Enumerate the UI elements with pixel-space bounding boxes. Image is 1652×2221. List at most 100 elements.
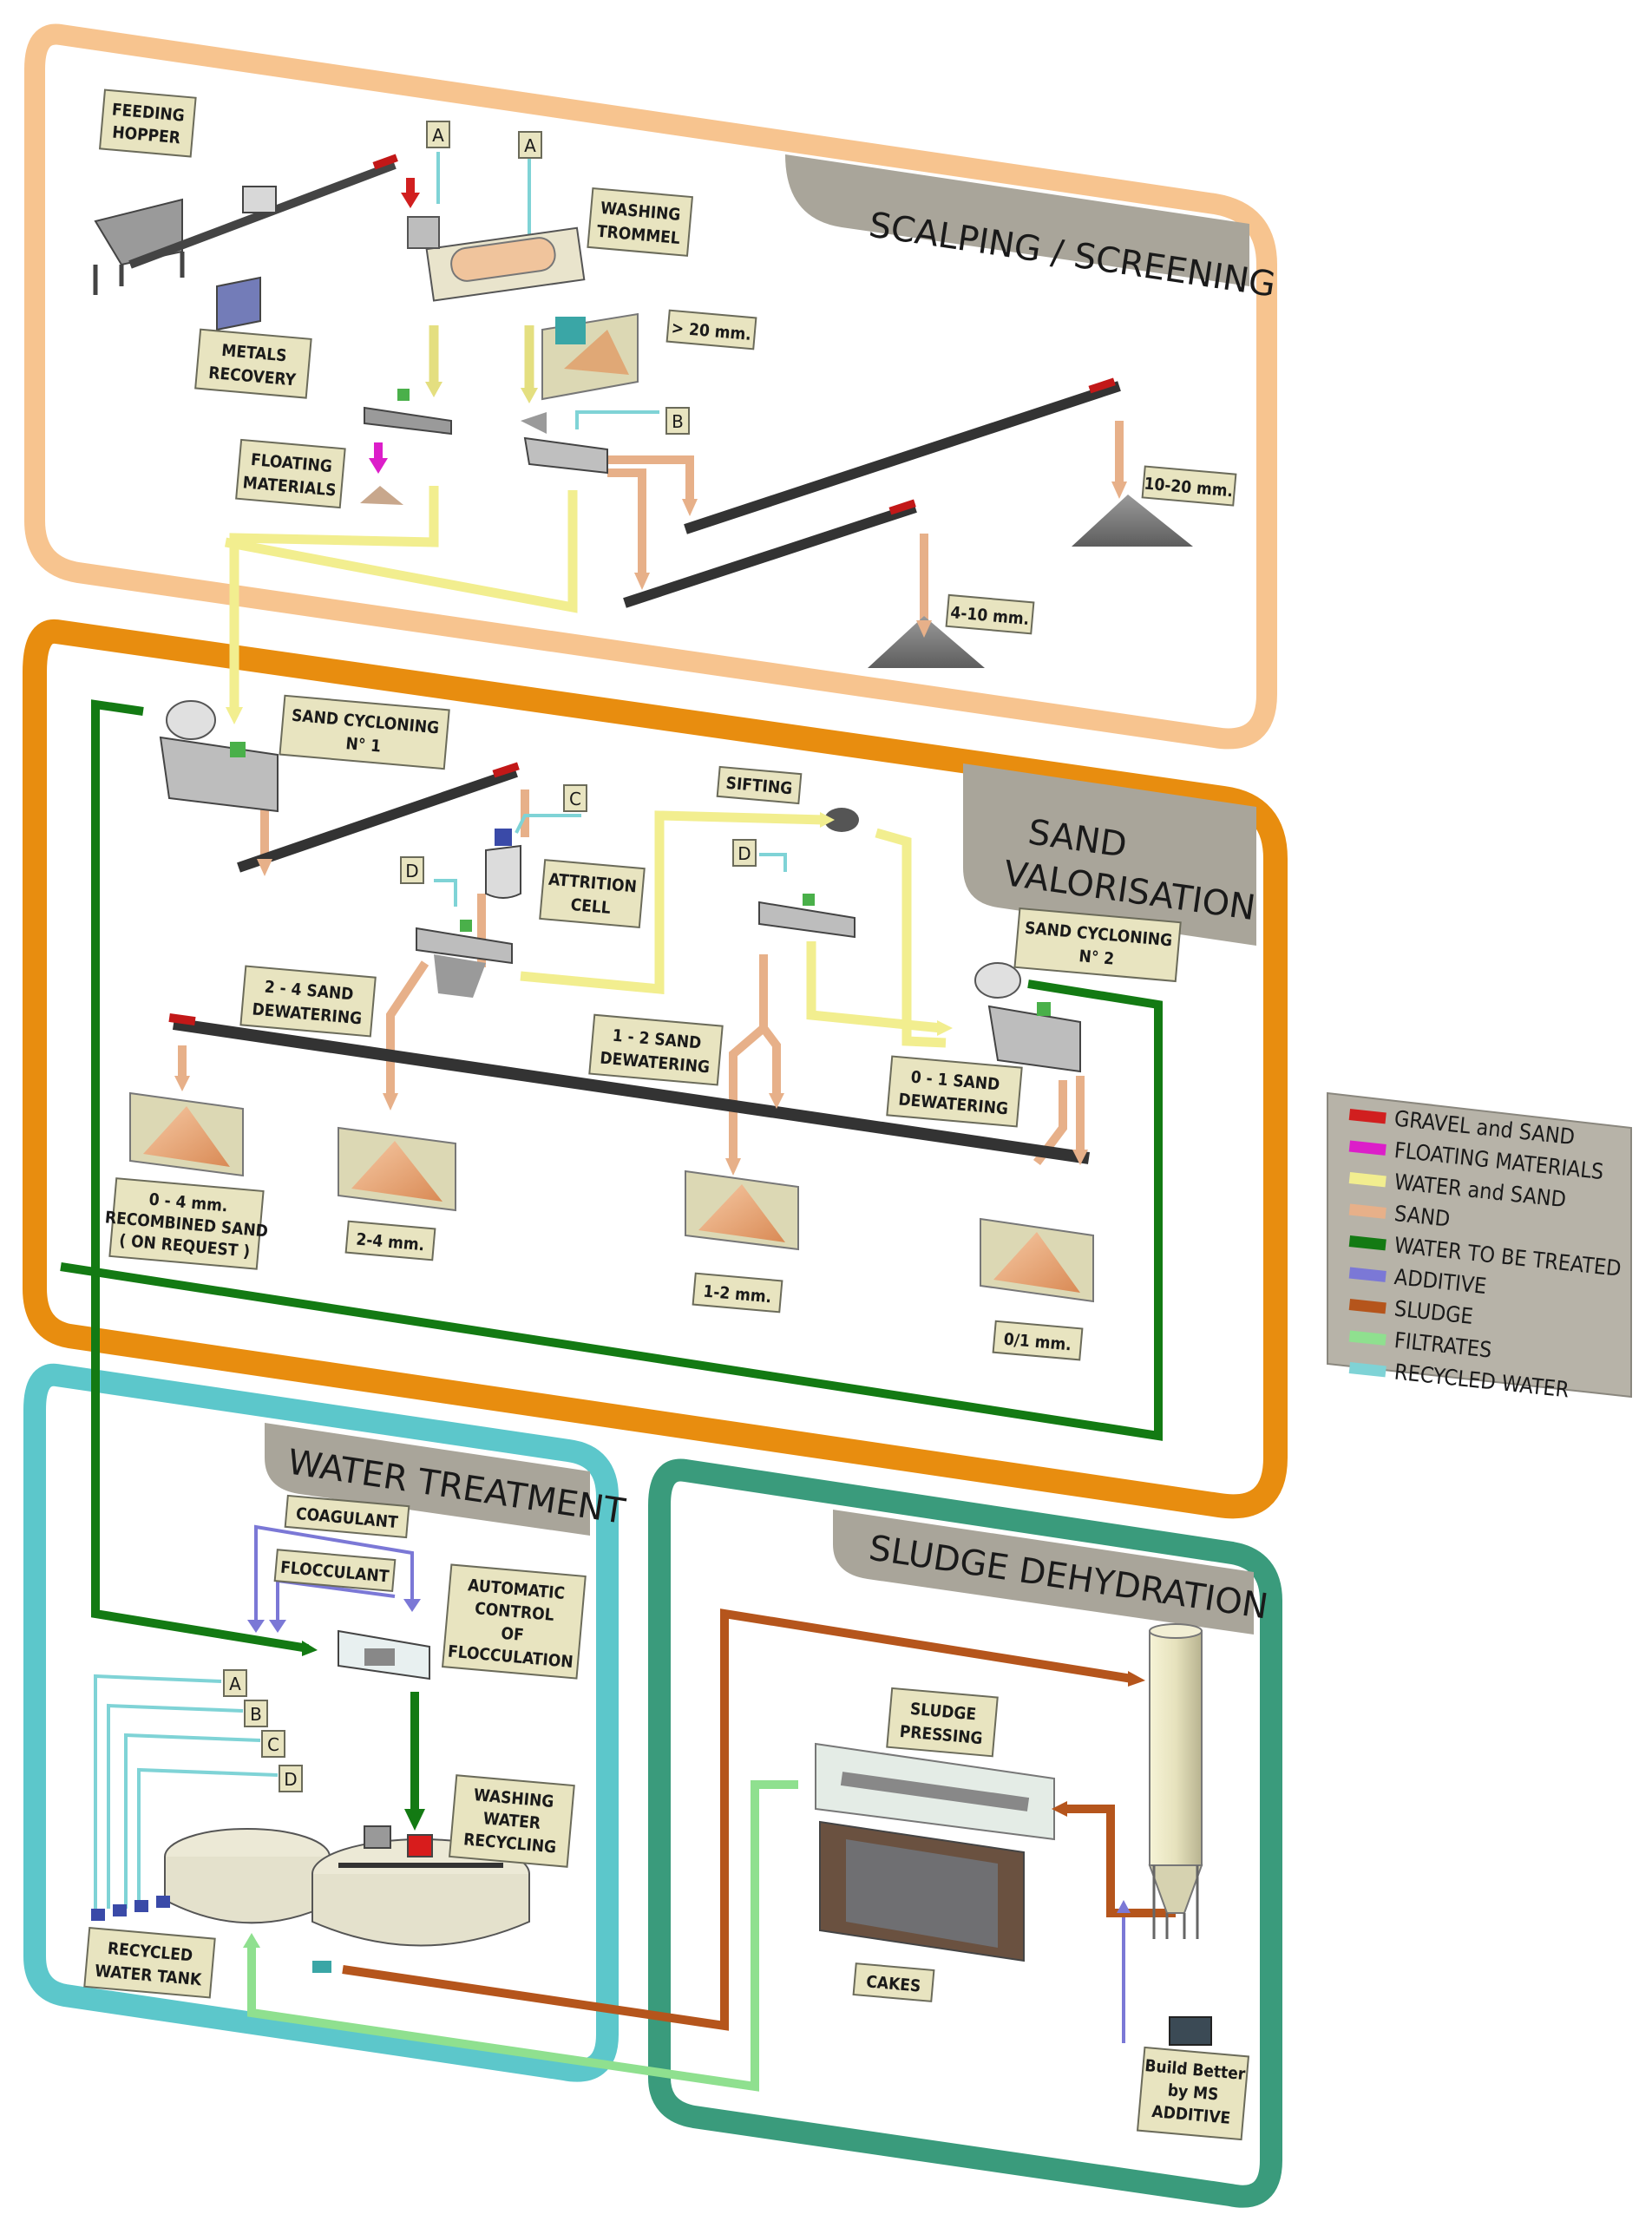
- attrition-cell: [485, 829, 521, 899]
- scalping-frame: [24, 23, 1277, 750]
- sand-title-tab: [963, 763, 1256, 946]
- svg-text:D: D: [738, 843, 751, 864]
- legend-item: SAND: [1348, 1201, 1452, 1232]
- conveyor-cyclone-1: [237, 762, 520, 873]
- label-automatic-control: AUTOMATIC CONTROL OF FLOCCULATION: [441, 1563, 587, 1680]
- label-2-4-dewatering: 2 - 4 SAND DEWATERING: [239, 965, 377, 1038]
- tag-b-water: B: [244, 1700, 268, 1727]
- metals-recovery-unit: [216, 186, 277, 331]
- label-cakes: CAKES: [852, 1962, 935, 2002]
- screen-d-left: [416, 920, 513, 998]
- floating-heap: [360, 486, 403, 505]
- label-attrition-cell: ATTRITION CELL: [539, 859, 646, 929]
- label-sand-cycloning-1: SAND CYCLONING N° 1: [279, 694, 450, 770]
- label-cakes-text: CAKES: [865, 1972, 921, 1995]
- pump-row: [91, 1896, 170, 1921]
- sand-valorisation-section: SAND VALORISATION: [23, 619, 1288, 1519]
- label-feeding-hopper: FEEDING HOPPER: [98, 88, 197, 158]
- recycled-water-tank: [164, 1828, 331, 1924]
- tag-a-water: A: [223, 1669, 247, 1697]
- tag-d-water: D: [279, 1765, 303, 1792]
- sludge-frame: [648, 1458, 1282, 2208]
- label-0-1mm: 0/1 mm.: [992, 1320, 1084, 1361]
- gravel-arrow: [401, 178, 420, 208]
- water-and-sand-pipes: [224, 325, 947, 1048]
- svg-text:C: C: [569, 789, 581, 809]
- conveyor-4-10: [623, 499, 917, 608]
- label-coagulant: COAGULANT: [284, 1494, 410, 1539]
- tag-c-water: C: [261, 1730, 285, 1758]
- bin-2-4: [338, 1126, 456, 1212]
- bin-1-2: [685, 1169, 799, 1251]
- label-4-10: 4-10 mm.: [945, 593, 1035, 635]
- label-1-2mm: 1-2 mm.: [692, 1272, 783, 1314]
- legend-swatch: [1348, 1235, 1386, 1251]
- water-title-tab: [265, 1423, 590, 1536]
- water-to-be-treated-pipes: [60, 699, 1163, 1813]
- sludge-title-tab: [833, 1510, 1254, 1635]
- flocculation-control-unit: [338, 1629, 430, 1680]
- bin-0-1: [980, 1217, 1094, 1303]
- label-ms-additive: Build Better by MS ADDITIVE: [1136, 2046, 1250, 2141]
- svg-text:A: A: [432, 125, 444, 146]
- floating-arrow: [369, 442, 388, 474]
- label-floating-materials: FLOATING MATERIALS: [235, 438, 346, 509]
- label-sludge-pressing: SLUDGE PRESSING: [886, 1687, 999, 1758]
- legend-label: SAND: [1393, 1201, 1452, 1232]
- flow-arrowheads: [174, 382, 1145, 1948]
- legend-swatch: [1348, 1109, 1386, 1124]
- sifting-unit: [824, 808, 859, 832]
- legend-panel: [1327, 1091, 1632, 1399]
- label-ms-2: by MS: [1167, 2080, 1219, 2104]
- label-10-20: 10-20 mm.: [1141, 465, 1237, 507]
- tag-a-top-right: A: [518, 131, 542, 159]
- bin-0-4: [129, 1091, 244, 1177]
- label-1-2-dewatering: 1 - 2 SAND DEWATERING: [588, 1013, 724, 1086]
- legend-swatch: [1348, 1172, 1386, 1188]
- tag-c-sand: C: [563, 784, 587, 812]
- sludge-pipes: [342, 1608, 1176, 2031]
- scalping-section: SCALPING / SCREENING: [24, 23, 1278, 750]
- sand-pipes: [178, 421, 1124, 1165]
- label-auto-3: OF: [501, 1624, 525, 1645]
- scalping-title-tab: [785, 154, 1249, 286]
- label-0-1-dewatering: 0 - 1 SAND DEWATERING: [886, 1055, 1023, 1128]
- tag-b-top: B: [665, 407, 690, 435]
- filtrates-pipes: [247, 1780, 798, 2092]
- clarifier-tank: [311, 1825, 530, 1947]
- tag-a-top-left: A: [426, 121, 450, 148]
- tag-d-sand-right: D: [732, 839, 757, 867]
- screen-unit-b: [521, 412, 608, 475]
- screen-d-right: [758, 894, 856, 939]
- washing-trommel: [407, 216, 586, 302]
- additive-dosing-unit: [1169, 2016, 1212, 2046]
- dewatering-conveyor: [168, 1012, 1091, 1164]
- label-flocculant: FLOCCULANT: [273, 1549, 397, 1593]
- svg-text:B: B: [250, 1704, 262, 1725]
- label-metals-recovery: METALS RECOVERY: [194, 328, 312, 399]
- floating-separator: [364, 389, 452, 436]
- label-2-4mm: 2-4 mm.: [344, 1220, 436, 1261]
- sand-frame: [23, 619, 1288, 1519]
- label-recombined-sand: 0 - 4 mm. RECOMBINED SAND ( ON REQUEST ): [104, 1177, 269, 1270]
- label-sifting: SIFTING: [716, 765, 803, 805]
- recycled-water-pipes: [94, 152, 787, 1909]
- legend-swatch: [1348, 1330, 1386, 1346]
- label-sand-cycloning-2: SAND CYCLONING N° 2: [1013, 907, 1182, 983]
- legend-swatch: [1348, 1140, 1386, 1156]
- label-attr-2: CELL: [570, 895, 612, 918]
- label-washing-trommel: WASHING TROMMEL: [587, 187, 694, 257]
- legend-swatch: [1348, 1203, 1386, 1219]
- label-cyc2-2: N° 2: [1078, 947, 1115, 968]
- legend-swatch: [1348, 1299, 1386, 1314]
- svg-text:A: A: [229, 1674, 241, 1694]
- sand-cyclone-2: [974, 962, 1081, 1073]
- conveyor-10-20: [684, 377, 1121, 534]
- label-washing-water-recycling: WASHING WATER RECYCLING: [448, 1774, 575, 1868]
- tag-d-sand-left: D: [400, 856, 424, 884]
- svg-text:B: B: [672, 411, 684, 432]
- label-recycled-water-tank: RECYCLED WATER TANK: [83, 1926, 216, 1999]
- svg-text:A: A: [524, 135, 536, 156]
